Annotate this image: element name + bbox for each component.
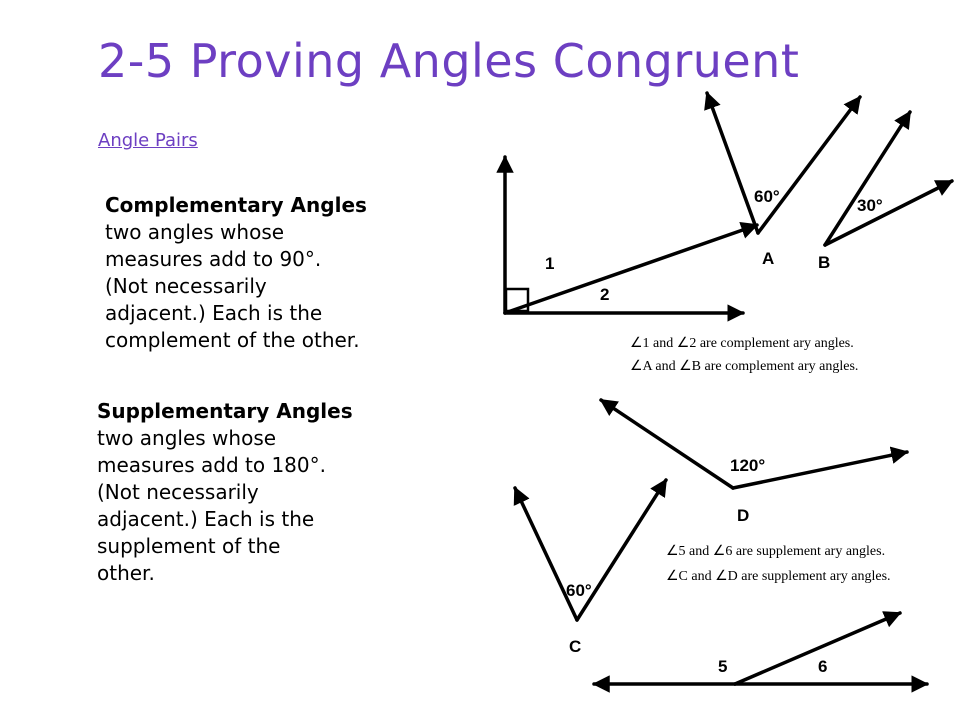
- supplementary-line: two angles whose: [97, 426, 277, 450]
- angle-1-label: 1: [545, 254, 554, 273]
- vertex-a-label: A: [762, 249, 774, 268]
- complementary-line: (Not necessarily: [105, 274, 267, 298]
- angle-d-measure: 120°: [730, 456, 765, 475]
- complementary-statement: ∠A and ∠B are complement ary angles.: [630, 359, 858, 374]
- supplementary-definition: Supplementary Angles two angles whose me…: [97, 398, 353, 587]
- vertex-d-label: D: [737, 506, 749, 525]
- angle-5-label: 5: [718, 657, 727, 676]
- supplementary-statement: ∠5 and ∠6 are supplement ary angles.: [666, 544, 885, 559]
- complementary-line: adjacent.) Each is the: [105, 301, 323, 325]
- ray-56-up: [733, 611, 902, 686]
- ray-a-right: [756, 95, 862, 235]
- supplementary-line: (Not necessarily: [97, 480, 259, 504]
- ray-c-right: [575, 478, 668, 622]
- supplementary-heading: Supplementary Angles: [97, 399, 353, 423]
- vertex-b-label: B: [818, 253, 830, 272]
- complementary-definition: Complementary Angles two angles whose me…: [105, 192, 367, 354]
- complementary-line: two angles whose: [105, 220, 285, 244]
- angle-b-measure: 30°: [857, 196, 883, 215]
- section-heading: Angle Pairs: [98, 130, 198, 151]
- supplementary-line: other.: [97, 561, 155, 585]
- supplementary-line: adjacent.) Each is the: [97, 507, 315, 531]
- ray-b-upper: [823, 110, 912, 247]
- page-title: 2-5 Proving Angles Congruent: [98, 34, 800, 88]
- complementary-statement: ∠1 and ∠2 are complement ary angles.: [630, 336, 854, 351]
- ray-c-left: [513, 486, 579, 622]
- ray-d-left: [599, 398, 735, 490]
- complementary-heading: Complementary Angles: [105, 193, 367, 217]
- angle-2-label: 2: [600, 285, 609, 304]
- angle-6-label: 6: [818, 657, 827, 676]
- complementary-line: measures add to 90°.: [105, 247, 322, 271]
- complementary-line: complement of the other.: [105, 328, 360, 352]
- ray-diagonal: [503, 221, 759, 315]
- supplementary-line: supplement of the: [97, 534, 281, 558]
- angle-c-measure: 60°: [566, 581, 592, 600]
- ray-b-lower: [823, 179, 954, 247]
- angle-a-measure: 60°: [754, 187, 780, 206]
- supplementary-line: measures add to 180°.: [97, 453, 326, 477]
- vertex-c-label: C: [569, 637, 581, 656]
- supplementary-statement: ∠C and ∠D are supplement ary angles.: [666, 569, 891, 584]
- ray-a-left: [704, 91, 760, 235]
- ray-d-right: [731, 446, 909, 490]
- right-angle-marker: [504, 287, 530, 313]
